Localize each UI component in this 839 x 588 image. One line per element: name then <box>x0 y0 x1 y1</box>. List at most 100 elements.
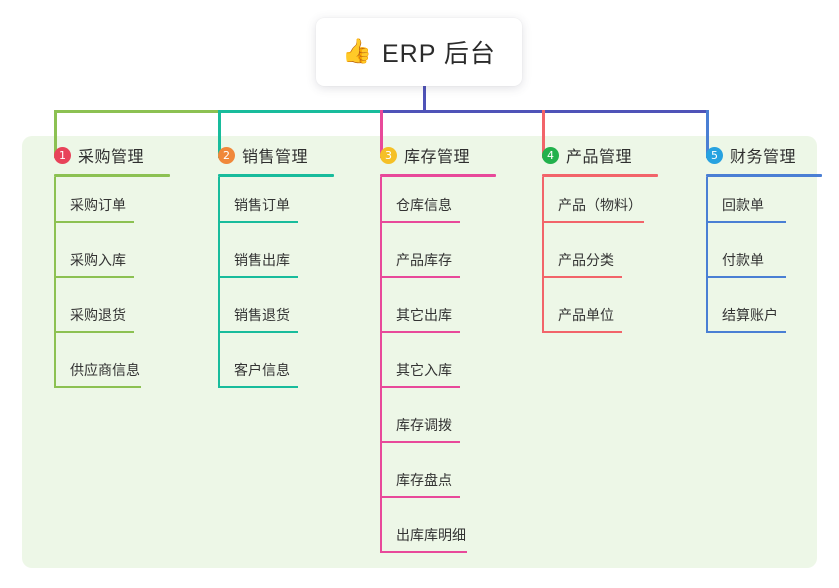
column-title-5: 财务管理 <box>730 149 797 166</box>
thumbs-up-icon: 👍 <box>342 38 372 65</box>
menu-item[interactable]: 销售退货 <box>218 287 334 342</box>
menu-item-label: 其它入库 <box>396 362 452 378</box>
menu-item-rule <box>382 276 460 278</box>
menu-item[interactable]: 结算账户 <box>706 287 822 342</box>
menu-item-label: 产品分类 <box>558 252 614 268</box>
column-stem-4 <box>542 177 544 333</box>
menu-item[interactable]: 采购订单 <box>54 177 170 232</box>
menu-item[interactable]: 客户信息 <box>218 342 334 397</box>
menu-item-label: 采购退货 <box>70 307 126 323</box>
connector-drop-5 <box>706 110 709 158</box>
menu-item-rule <box>382 551 467 553</box>
root-node-label: ERP 后台 <box>381 40 496 68</box>
menu-item[interactable]: 其它入库 <box>380 342 496 397</box>
menu-item[interactable]: 产品分类 <box>542 232 658 287</box>
menu-item[interactable]: 出库库明细 <box>380 507 496 562</box>
column-stem-3 <box>380 177 382 553</box>
menu-item-rule <box>382 221 460 223</box>
column-header-rule-1 <box>54 174 170 177</box>
menu-item-rule <box>382 386 460 388</box>
menu-item-rule <box>56 276 134 278</box>
menu-item-rule <box>220 331 298 333</box>
menu-item[interactable]: 付款单 <box>706 232 822 287</box>
menu-item-label: 结算账户 <box>722 307 778 323</box>
menu-item-label: 销售退货 <box>234 307 290 323</box>
column-stem-5 <box>706 177 708 333</box>
menu-item-rule <box>220 276 298 278</box>
column-header-4[interactable]: 4 产品管理 <box>524 142 658 168</box>
column-title-4: 产品管理 <box>566 149 633 166</box>
menu-item-label: 出库库明细 <box>396 527 466 543</box>
menu-item[interactable]: 产品库存 <box>380 232 496 287</box>
menu-item[interactable]: 回款单 <box>706 177 822 232</box>
menu-item-rule <box>382 331 460 333</box>
column-header-rule-5 <box>706 174 822 177</box>
menu-item[interactable]: 仓库信息 <box>380 177 496 232</box>
connector-trunk-left <box>54 110 218 113</box>
menu-item-rule <box>56 331 134 333</box>
menu-item-label: 产品单位 <box>558 307 614 323</box>
column-stem-1 <box>54 177 56 388</box>
menu-item-label: 回款单 <box>722 197 764 213</box>
menu-item-rule <box>708 276 786 278</box>
column-stem-2 <box>218 177 220 388</box>
menu-item-label: 采购订单 <box>70 197 126 213</box>
menu-item-label: 库存调拨 <box>396 417 452 433</box>
menu-item[interactable]: 其它出库 <box>380 287 496 342</box>
column-badge-2: 2 <box>218 146 235 164</box>
column-header-rule-2 <box>218 174 334 177</box>
column-title-1: 采购管理 <box>78 149 145 166</box>
column-items-5: 回款单付款单结算账户 <box>706 177 822 342</box>
menu-item-rule <box>56 221 134 223</box>
menu-item[interactable]: 产品（物料） <box>542 177 658 232</box>
menu-item[interactable]: 销售出库 <box>218 232 334 287</box>
column-5: 5 财务管理回款单付款单结算账户 <box>688 142 822 342</box>
menu-item-label: 产品库存 <box>396 252 452 268</box>
menu-item-label: 客户信息 <box>234 362 290 378</box>
connector-drop-2 <box>218 110 221 158</box>
menu-item-rule <box>708 221 786 223</box>
menu-item-rule <box>220 386 298 388</box>
menu-item-label: 供应商信息 <box>70 362 140 378</box>
menu-item-rule <box>382 496 460 498</box>
menu-item-rule <box>544 276 622 278</box>
column-items-2: 销售订单销售出库销售退货客户信息 <box>218 177 334 397</box>
menu-item-rule <box>382 441 460 443</box>
menu-item-label: 产品（物料） <box>558 197 642 213</box>
menu-item-label: 销售出库 <box>234 252 290 268</box>
column-items-3: 仓库信息产品库存其它出库其它入库库存调拨库存盘点出库库明细 <box>380 177 496 562</box>
column-items-1: 采购订单采购入库采购退货供应商信息 <box>54 177 170 397</box>
menu-item[interactable]: 采购入库 <box>54 232 170 287</box>
menu-item[interactable]: 供应商信息 <box>54 342 170 397</box>
menu-item-rule <box>544 221 644 223</box>
menu-item-rule <box>544 331 622 333</box>
column-header-rule-3 <box>380 174 496 177</box>
menu-item-rule <box>708 331 786 333</box>
connector-drop-4 <box>542 110 545 158</box>
menu-item[interactable]: 产品单位 <box>542 287 658 342</box>
menu-item[interactable]: 库存盘点 <box>380 452 496 507</box>
column-badge-4: 4 <box>542 146 559 164</box>
column-badge-5: 5 <box>706 146 723 164</box>
menu-item[interactable]: 库存调拨 <box>380 397 496 452</box>
menu-item-label: 其它出库 <box>396 307 452 323</box>
menu-item-label: 库存盘点 <box>396 472 452 488</box>
menu-item-label: 付款单 <box>722 252 764 268</box>
connector-root-stem <box>423 86 426 113</box>
menu-item-label: 销售订单 <box>234 197 290 213</box>
root-node-erp-backend[interactable]: 👍 ERP 后台 <box>316 18 522 86</box>
column-items-4: 产品（物料） 产品分类产品单位 <box>542 177 658 342</box>
menu-item-label: 采购入库 <box>70 252 126 268</box>
menu-item[interactable]: 销售订单 <box>218 177 334 232</box>
menu-item[interactable]: 采购退货 <box>54 287 170 342</box>
menu-item-rule <box>56 386 141 388</box>
column-header-rule-4 <box>542 174 658 177</box>
column-badge-3: 3 <box>380 146 397 164</box>
column-header-5[interactable]: 5 财务管理 <box>688 142 822 168</box>
